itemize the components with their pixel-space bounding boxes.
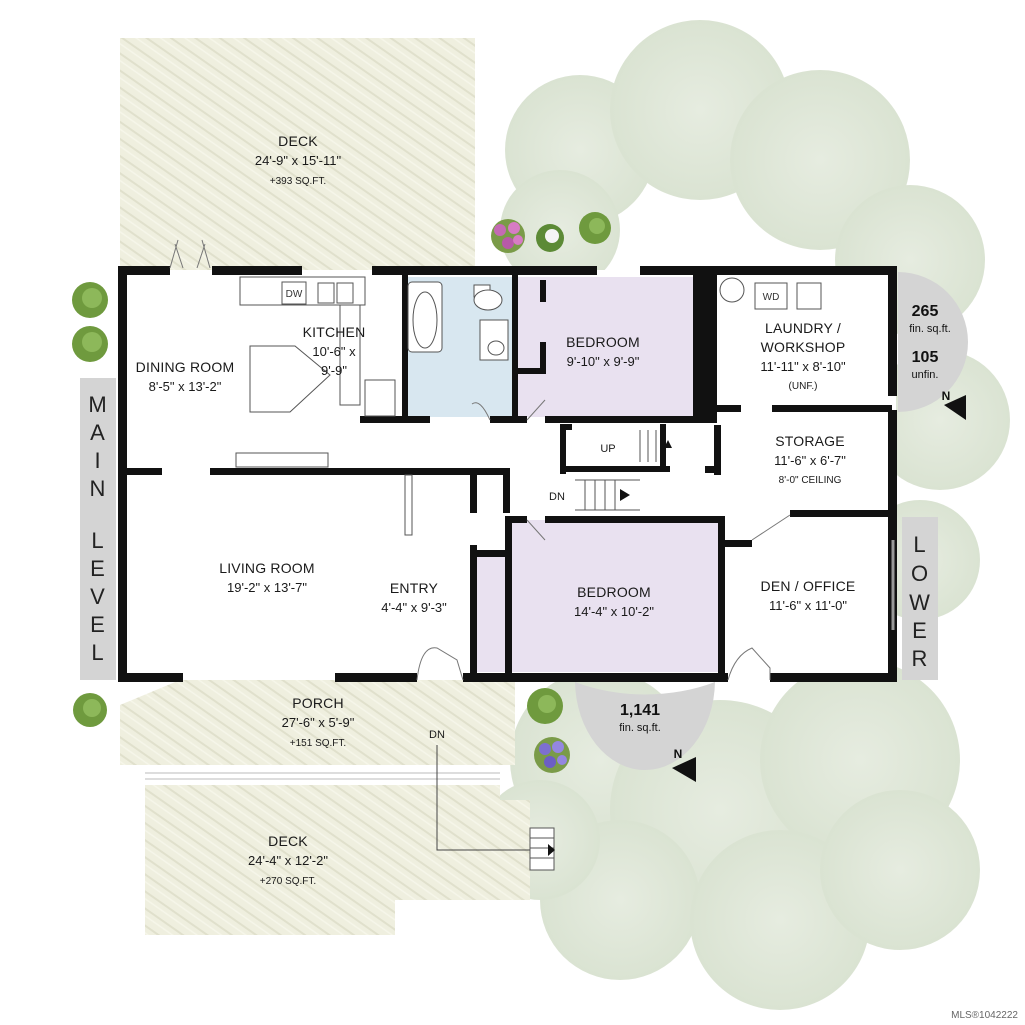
main-level-letter: V: [90, 584, 106, 609]
doors: [169, 239, 791, 681]
lower-unfin-unit: unfin.: [912, 369, 939, 381]
kitchen-fixtures: [235, 276, 413, 536]
living-name: LIVING ROOM: [219, 560, 315, 576]
deck-top: DECK 24'-9" x 15'-11" +393 SQ.FT.: [120, 38, 475, 270]
mls-number: MLS®1042222: [951, 1010, 1018, 1021]
entry-dims: 4'-4" x 9'-3": [381, 600, 447, 615]
dining-name: DINING ROOM: [136, 359, 235, 375]
main-level-letter: E: [90, 612, 106, 637]
main-level-letter: L: [91, 640, 104, 665]
porch-dims: 27'-6" x 5'-9": [282, 715, 355, 730]
shrub-icon: [72, 212, 611, 727]
bedroom-lower-closet-fill: [472, 555, 510, 672]
porch-name: PORCH: [292, 695, 344, 711]
lower-fin-unit: fin. sq.ft.: [909, 323, 951, 335]
main-stairs: [575, 430, 657, 511]
walls: [118, 266, 897, 682]
main-level-letter: N: [90, 476, 107, 501]
laundry-name-line1: LAUNDRY /: [765, 320, 841, 336]
porch-area: +151 SQ.FT.: [290, 738, 346, 749]
storage-note: 8'-0" CEILING: [779, 475, 842, 486]
deck-top-dims: 24'-9" x 15'-11": [255, 153, 342, 168]
lower-level-tab: L O W E R: [902, 517, 938, 680]
main-level-letter: M: [88, 392, 107, 417]
storage-name: STORAGE: [775, 433, 845, 449]
bedroom-upper-dims: 9'-10" x 9'-9": [567, 354, 640, 369]
deck-top-name: DECK: [278, 133, 318, 149]
den-name: DEN / OFFICE: [761, 578, 856, 594]
lower-area-badge: 265 fin. sq.ft. 105 unfin. N: [898, 272, 968, 420]
compass-arrow-icon: [672, 757, 696, 782]
lower-unfin-value: 105: [912, 349, 939, 366]
lower-level-letter: R: [912, 646, 929, 671]
main-level-letter: E: [90, 556, 106, 581]
bedroom-lower-dims: 14'-4" x 10'-2": [574, 604, 654, 619]
compass-label: N: [942, 389, 951, 403]
laundry-note: (UNF.): [789, 381, 818, 392]
main-fin-value: 1,141: [620, 702, 660, 719]
den-dims: 11'-6" x 11'-0": [769, 598, 847, 613]
bath-fixtures: [407, 281, 509, 361]
dining-dims: 8'-5" x 13'-2": [149, 379, 222, 394]
lower-level-letter: E: [912, 618, 928, 643]
bedroom-lower-name: BEDROOM: [577, 584, 651, 600]
deck-bottom: DECK 24'-4" x 12'-2" +270 SQ.FT.: [145, 785, 530, 935]
stairs-up-arrow: [664, 440, 672, 448]
storage-dims: 11'-6" x 6'-7": [774, 453, 846, 468]
main-fin-unit: fin. sq.ft.: [619, 722, 661, 734]
porch-stairs: DN: [429, 729, 555, 871]
stairs-dn-label: DN: [549, 491, 565, 503]
lower-fin-value: 265: [912, 303, 939, 320]
main-level-letter: A: [90, 420, 106, 445]
porch: PORCH 27'-6" x 5'-9" +151 SQ.FT.: [120, 680, 515, 780]
bedroom-upper-name: BEDROOM: [566, 334, 640, 350]
main-level-letter: L: [91, 528, 104, 553]
compass-label: N: [674, 747, 683, 761]
main-level-tab: M A I N L E V E L: [80, 378, 116, 680]
stairs-dn-arrow: [620, 489, 630, 501]
deck-bottom-dims: 24'-4" x 12'-2": [248, 853, 328, 868]
compass-arrow-icon: [944, 395, 966, 420]
kitchen-dims-line1: 10'-6" x: [312, 344, 356, 359]
flower-icon: [491, 219, 570, 773]
deck-bottom-area: +270 SQ.FT.: [260, 876, 316, 887]
lower-level-letter: L: [913, 532, 926, 557]
main-area-badge: 1,141 fin. sq.ft. N: [575, 682, 715, 782]
lower-level-letter: W: [909, 590, 931, 615]
main-level-letter: I: [94, 448, 101, 473]
laundry-fixtures: [719, 277, 822, 310]
washer-dryer-label: WD: [763, 292, 780, 303]
deck-top-area: +393 SQ.FT.: [270, 176, 326, 187]
lower-level-letter: O: [911, 561, 929, 586]
stairs-up-label: UP: [600, 443, 615, 455]
bedroom-lower-fill: [512, 520, 720, 672]
kitchen-name: KITCHEN: [303, 324, 366, 340]
dishwasher-label: DW: [286, 289, 303, 300]
porch-dn-label: DN: [429, 729, 445, 741]
entry-name: ENTRY: [390, 580, 439, 596]
kitchen-dims-line2: 9'-9": [321, 363, 347, 378]
deck-bottom-name: DECK: [268, 833, 308, 849]
living-dims: 19'-2" x 13'-7": [227, 580, 307, 595]
laundry-name-line2: WORKSHOP: [761, 339, 846, 355]
laundry-dims: 11'-11" x 8'-10": [760, 359, 846, 374]
